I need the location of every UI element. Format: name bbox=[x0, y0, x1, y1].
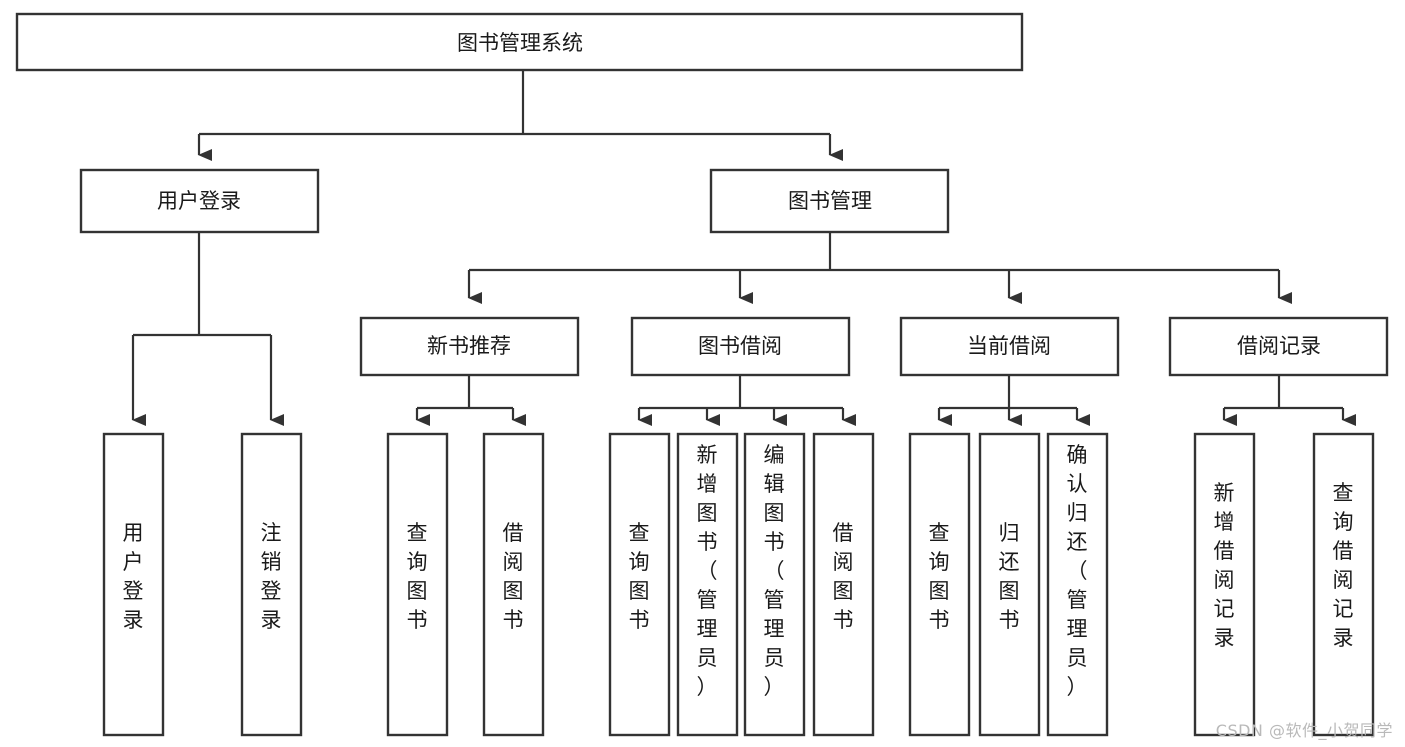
node-root[interactable]: 图书管理系统 bbox=[15, 12, 1024, 72]
node-leaf-query-book-2-label: 查询图书 bbox=[629, 521, 650, 632]
node-leaf-confirm-return[interactable]: 确认归还（管理员） bbox=[1046, 432, 1109, 737]
node-leaf-return-book-box[interactable] bbox=[978, 432, 1041, 737]
node-leaf-logout[interactable]: 注销登录 bbox=[240, 432, 303, 737]
node-leaf-add-record[interactable]: 新增借阅记录 bbox=[1193, 432, 1256, 737]
node-leaf-logout-box[interactable] bbox=[240, 432, 303, 737]
node-leaf-query-record[interactable]: 查询借阅记录 bbox=[1312, 432, 1375, 737]
node-borrow-record[interactable]: 借阅记录 bbox=[1168, 316, 1389, 377]
node-new-book-rec-label: 新书推荐 bbox=[427, 334, 511, 358]
node-borrow-record-label: 借阅记录 bbox=[1237, 334, 1321, 358]
connector-bookborrow-to-leaves bbox=[637, 375, 856, 426]
node-leaf-query-book-3-label: 查询图书 bbox=[929, 521, 950, 632]
node-leaf-query-record-box[interactable] bbox=[1312, 432, 1375, 737]
node-new-book-rec-box[interactable] bbox=[359, 316, 580, 377]
node-leaf-return-book-label: 归还图书 bbox=[999, 521, 1020, 632]
node-leaf-borrow-book-1-label: 借阅图书 bbox=[503, 521, 524, 632]
node-leaf-confirm-return-label: 确认归还（管理员） bbox=[1067, 443, 1088, 699]
node-user-login-label: 用户登录 bbox=[157, 189, 241, 213]
node-leaf-user-login[interactable]: 用户登录 bbox=[102, 432, 165, 737]
connector-userlogin-to-leaves bbox=[131, 232, 284, 426]
connector-borrowrecord-to-leaves bbox=[1222, 375, 1356, 426]
node-leaf-query-book-2[interactable]: 查询图书 bbox=[608, 432, 671, 737]
node-leaf-edit-book-box[interactable] bbox=[743, 432, 806, 737]
node-current-borrow-box[interactable] bbox=[899, 316, 1120, 377]
node-user-login[interactable]: 用户登录 bbox=[79, 168, 320, 234]
node-user-login-box[interactable] bbox=[79, 168, 320, 234]
node-leaf-borrow-book-1[interactable]: 借阅图书 bbox=[482, 432, 545, 737]
node-leaf-return-book[interactable]: 归还图书 bbox=[978, 432, 1041, 737]
node-leaf-query-book-1-label: 查询图书 bbox=[407, 521, 428, 632]
node-book-borrow-box[interactable] bbox=[630, 316, 851, 377]
node-leaf-edit-book[interactable]: 编辑图书（管理员） bbox=[743, 432, 806, 737]
connector-currentborrow-to-leaves bbox=[937, 375, 1090, 426]
connector-newbookrec-to-leaves bbox=[415, 375, 526, 426]
node-leaf-add-record-label: 新增借阅记录 bbox=[1214, 481, 1235, 650]
node-leaf-borrow-book-2-label: 借阅图书 bbox=[833, 521, 854, 632]
node-leaf-add-book-label: 新增图书（管理员） bbox=[697, 443, 718, 699]
node-leaf-add-book-box[interactable] bbox=[676, 432, 739, 737]
node-leaf-logout-label: 注销登录 bbox=[261, 521, 282, 632]
node-book-borrow[interactable]: 图书借阅 bbox=[630, 316, 851, 377]
node-leaf-user-login-label: 用户登录 bbox=[123, 521, 144, 632]
node-leaf-add-book[interactable]: 新增图书（管理员） bbox=[676, 432, 739, 737]
node-leaf-borrow-book-2[interactable]: 借阅图书 bbox=[812, 432, 875, 737]
node-leaf-query-book-1[interactable]: 查询图书 bbox=[386, 432, 449, 737]
node-borrow-record-box[interactable] bbox=[1168, 316, 1389, 377]
node-leaf-query-book-3[interactable]: 查询图书 bbox=[908, 432, 971, 737]
node-current-borrow[interactable]: 当前借阅 bbox=[899, 316, 1120, 377]
node-new-book-rec[interactable]: 新书推荐 bbox=[359, 316, 580, 377]
node-current-borrow-label: 当前借阅 bbox=[967, 334, 1051, 358]
node-root-box[interactable] bbox=[15, 12, 1024, 72]
connector-root-to-level2 bbox=[197, 70, 843, 161]
node-leaf-query-record-label: 查询借阅记录 bbox=[1333, 481, 1354, 650]
node-leaf-query-book-2-box[interactable] bbox=[608, 432, 671, 737]
node-book-manage[interactable]: 图书管理 bbox=[709, 168, 950, 234]
node-root-label: 图书管理系统 bbox=[457, 31, 583, 55]
node-leaf-borrow-book-2-box[interactable] bbox=[812, 432, 875, 737]
node-book-borrow-label: 图书借阅 bbox=[698, 334, 782, 358]
connector-bookmanage-to-level3 bbox=[467, 232, 1292, 304]
node-leaf-confirm-return-box[interactable] bbox=[1046, 432, 1109, 737]
node-book-manage-label: 图书管理 bbox=[788, 189, 872, 213]
node-leaf-user-login-box[interactable] bbox=[102, 432, 165, 737]
node-leaf-query-book-1-box[interactable] bbox=[386, 432, 449, 737]
node-leaf-query-book-3-box[interactable] bbox=[908, 432, 971, 737]
node-leaf-borrow-book-1-box[interactable] bbox=[482, 432, 545, 737]
csdn-watermark: CSDN @软件_小贺同学 bbox=[1215, 721, 1393, 740]
node-leaf-add-record-box[interactable] bbox=[1193, 432, 1256, 737]
node-book-manage-box[interactable] bbox=[709, 168, 950, 234]
node-leaf-edit-book-label: 编辑图书（管理员） bbox=[764, 443, 785, 699]
